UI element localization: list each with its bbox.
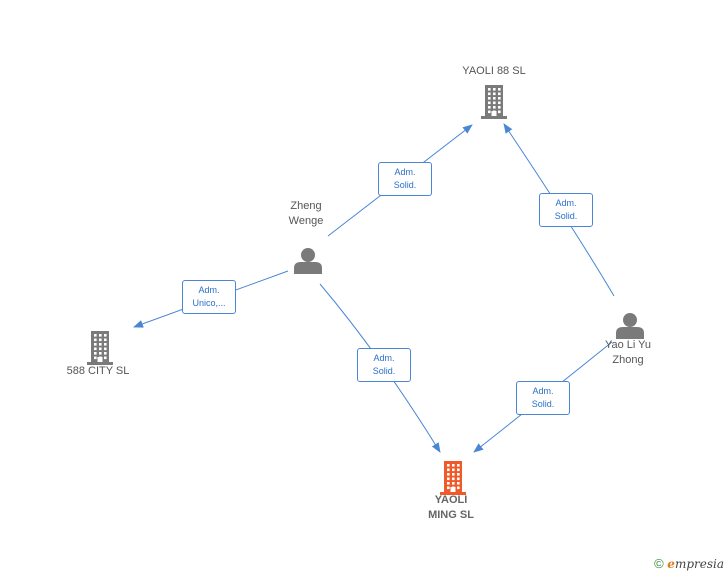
node-label-yaoliming[interactable]: YAOLI MING SL [411, 493, 491, 523]
node-label-line: Zheng [290, 200, 322, 212]
edge-label-line: Solid. [554, 211, 578, 221]
edge-label-zheng-to-yaoliming[interactable]: Adm. Solid. [357, 348, 411, 382]
node-label-line: Yao Li Yu [604, 339, 652, 351]
footer-brand: © empresia [654, 556, 724, 571]
person-icon-yaoliyu[interactable] [616, 313, 644, 339]
edge-label-line: Adm. [555, 198, 577, 208]
node-label-yaoli88[interactable]: YAOLI 88 SL [439, 64, 549, 79]
edge-label-zheng-to-city588[interactable]: Adm. Unico,... [182, 280, 236, 314]
node-label-line: Zhong [612, 354, 644, 366]
building-icon-yaoliming[interactable] [440, 461, 466, 495]
edge-label-line: Solid. [393, 180, 417, 190]
edge-label-line: Solid. [531, 399, 555, 409]
edge-label-line: Solid. [372, 366, 396, 376]
node-label-line: 588 CITY SL [66, 365, 130, 377]
edge-label-zheng-to-yaoli88[interactable]: Adm. Solid. [378, 162, 432, 196]
edge-label-line: Adm. [394, 167, 416, 177]
edge-label-line: Adm. [198, 285, 220, 295]
building-icon-yaoli88[interactable] [481, 85, 507, 119]
node-label-city588[interactable]: 588 CITY SL [48, 364, 148, 379]
node-label-line: YAOLI 88 SL [462, 65, 526, 77]
edge-label-line: Unico,... [192, 298, 226, 308]
node-label-line: YAOLI [434, 494, 468, 506]
building-icon-city588[interactable] [87, 331, 113, 365]
node-label-yaoliyu[interactable]: Yao Li Yu Zhong [588, 338, 668, 368]
brand-logo: empresia [667, 557, 724, 571]
edge-label-line: Adm. [532, 386, 554, 396]
edge-label-line: Adm. [373, 353, 395, 363]
node-label-line: MING SL [428, 509, 474, 521]
edge-label-yaoliyu-to-yaoli88[interactable]: Adm. Solid. [539, 193, 593, 227]
copyright-icon: © [654, 556, 664, 571]
person-icon-zheng[interactable] [294, 248, 322, 274]
edge-label-yaoliyu-to-yaoliming[interactable]: Adm. Solid. [516, 381, 570, 415]
node-label-line: Wenge [288, 215, 324, 227]
